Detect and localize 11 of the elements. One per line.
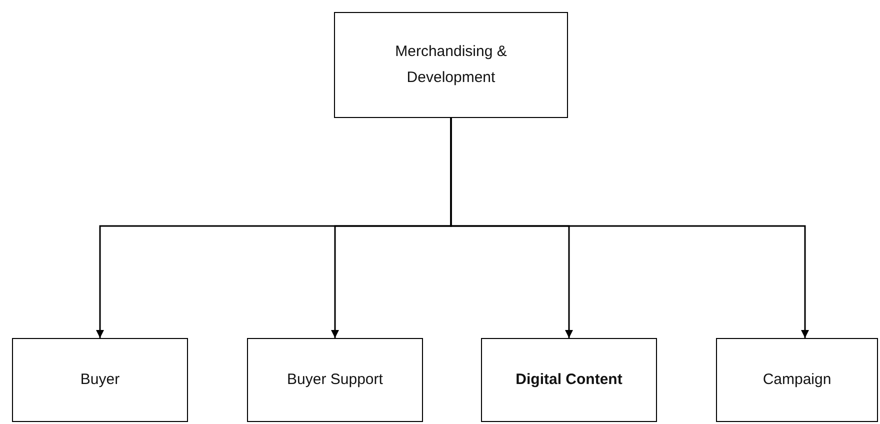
arrow [450,118,809,338]
box-label: Digital Content [516,370,622,390]
box-label: Merchandising & Development [394,42,508,88]
org-box [247,338,423,422]
box-label: Campaign [762,370,832,390]
org-box [716,338,878,422]
org-box [481,338,657,422]
box-label: Buyer Support [287,370,383,390]
org-box [12,338,188,422]
org-box [334,12,568,118]
box-label: Buyer [80,370,120,390]
